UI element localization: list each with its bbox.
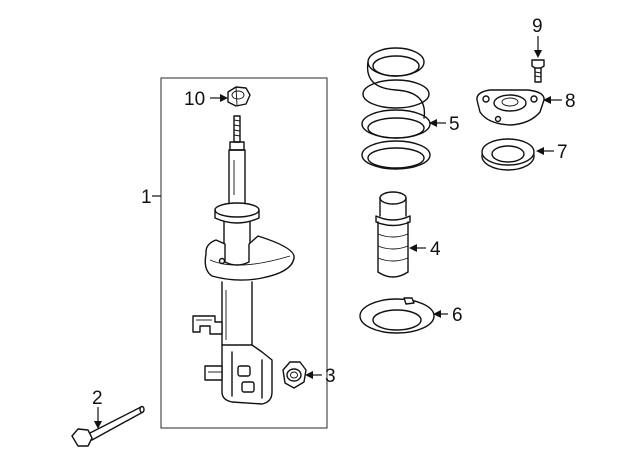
upper-mount-part-8 bbox=[476, 89, 545, 126]
strut-assembly-frame bbox=[152, 77, 328, 429]
callout-labels: 1 2 3 4 5 6 7 8 9 10 bbox=[92, 16, 576, 409]
callout-3: 3 bbox=[325, 366, 336, 387]
bolt-part-2 bbox=[71, 405, 145, 447]
callout-6: 6 bbox=[452, 305, 463, 326]
leader-lines bbox=[94, 36, 562, 429]
top-nut-part-10 bbox=[227, 86, 251, 107]
callout-5: 5 bbox=[449, 114, 460, 135]
nut-part-3 bbox=[282, 361, 307, 389]
coil-spring-part-5 bbox=[361, 47, 431, 170]
callout-7: 7 bbox=[557, 142, 568, 163]
callout-10: 10 bbox=[184, 89, 205, 110]
callout-8: 8 bbox=[565, 91, 576, 112]
callout-4: 4 bbox=[430, 239, 441, 260]
strut-body bbox=[192, 115, 295, 405]
callout-9: 9 bbox=[532, 16, 543, 37]
callout-2: 2 bbox=[92, 388, 103, 409]
bearing-part-7 bbox=[481, 138, 535, 171]
callout-1: 1 bbox=[141, 187, 152, 208]
lower-insulator-part-6 bbox=[359, 297, 435, 334]
bump-stop-part-4 bbox=[375, 191, 411, 278]
stud-bolt-part-9 bbox=[531, 59, 545, 83]
